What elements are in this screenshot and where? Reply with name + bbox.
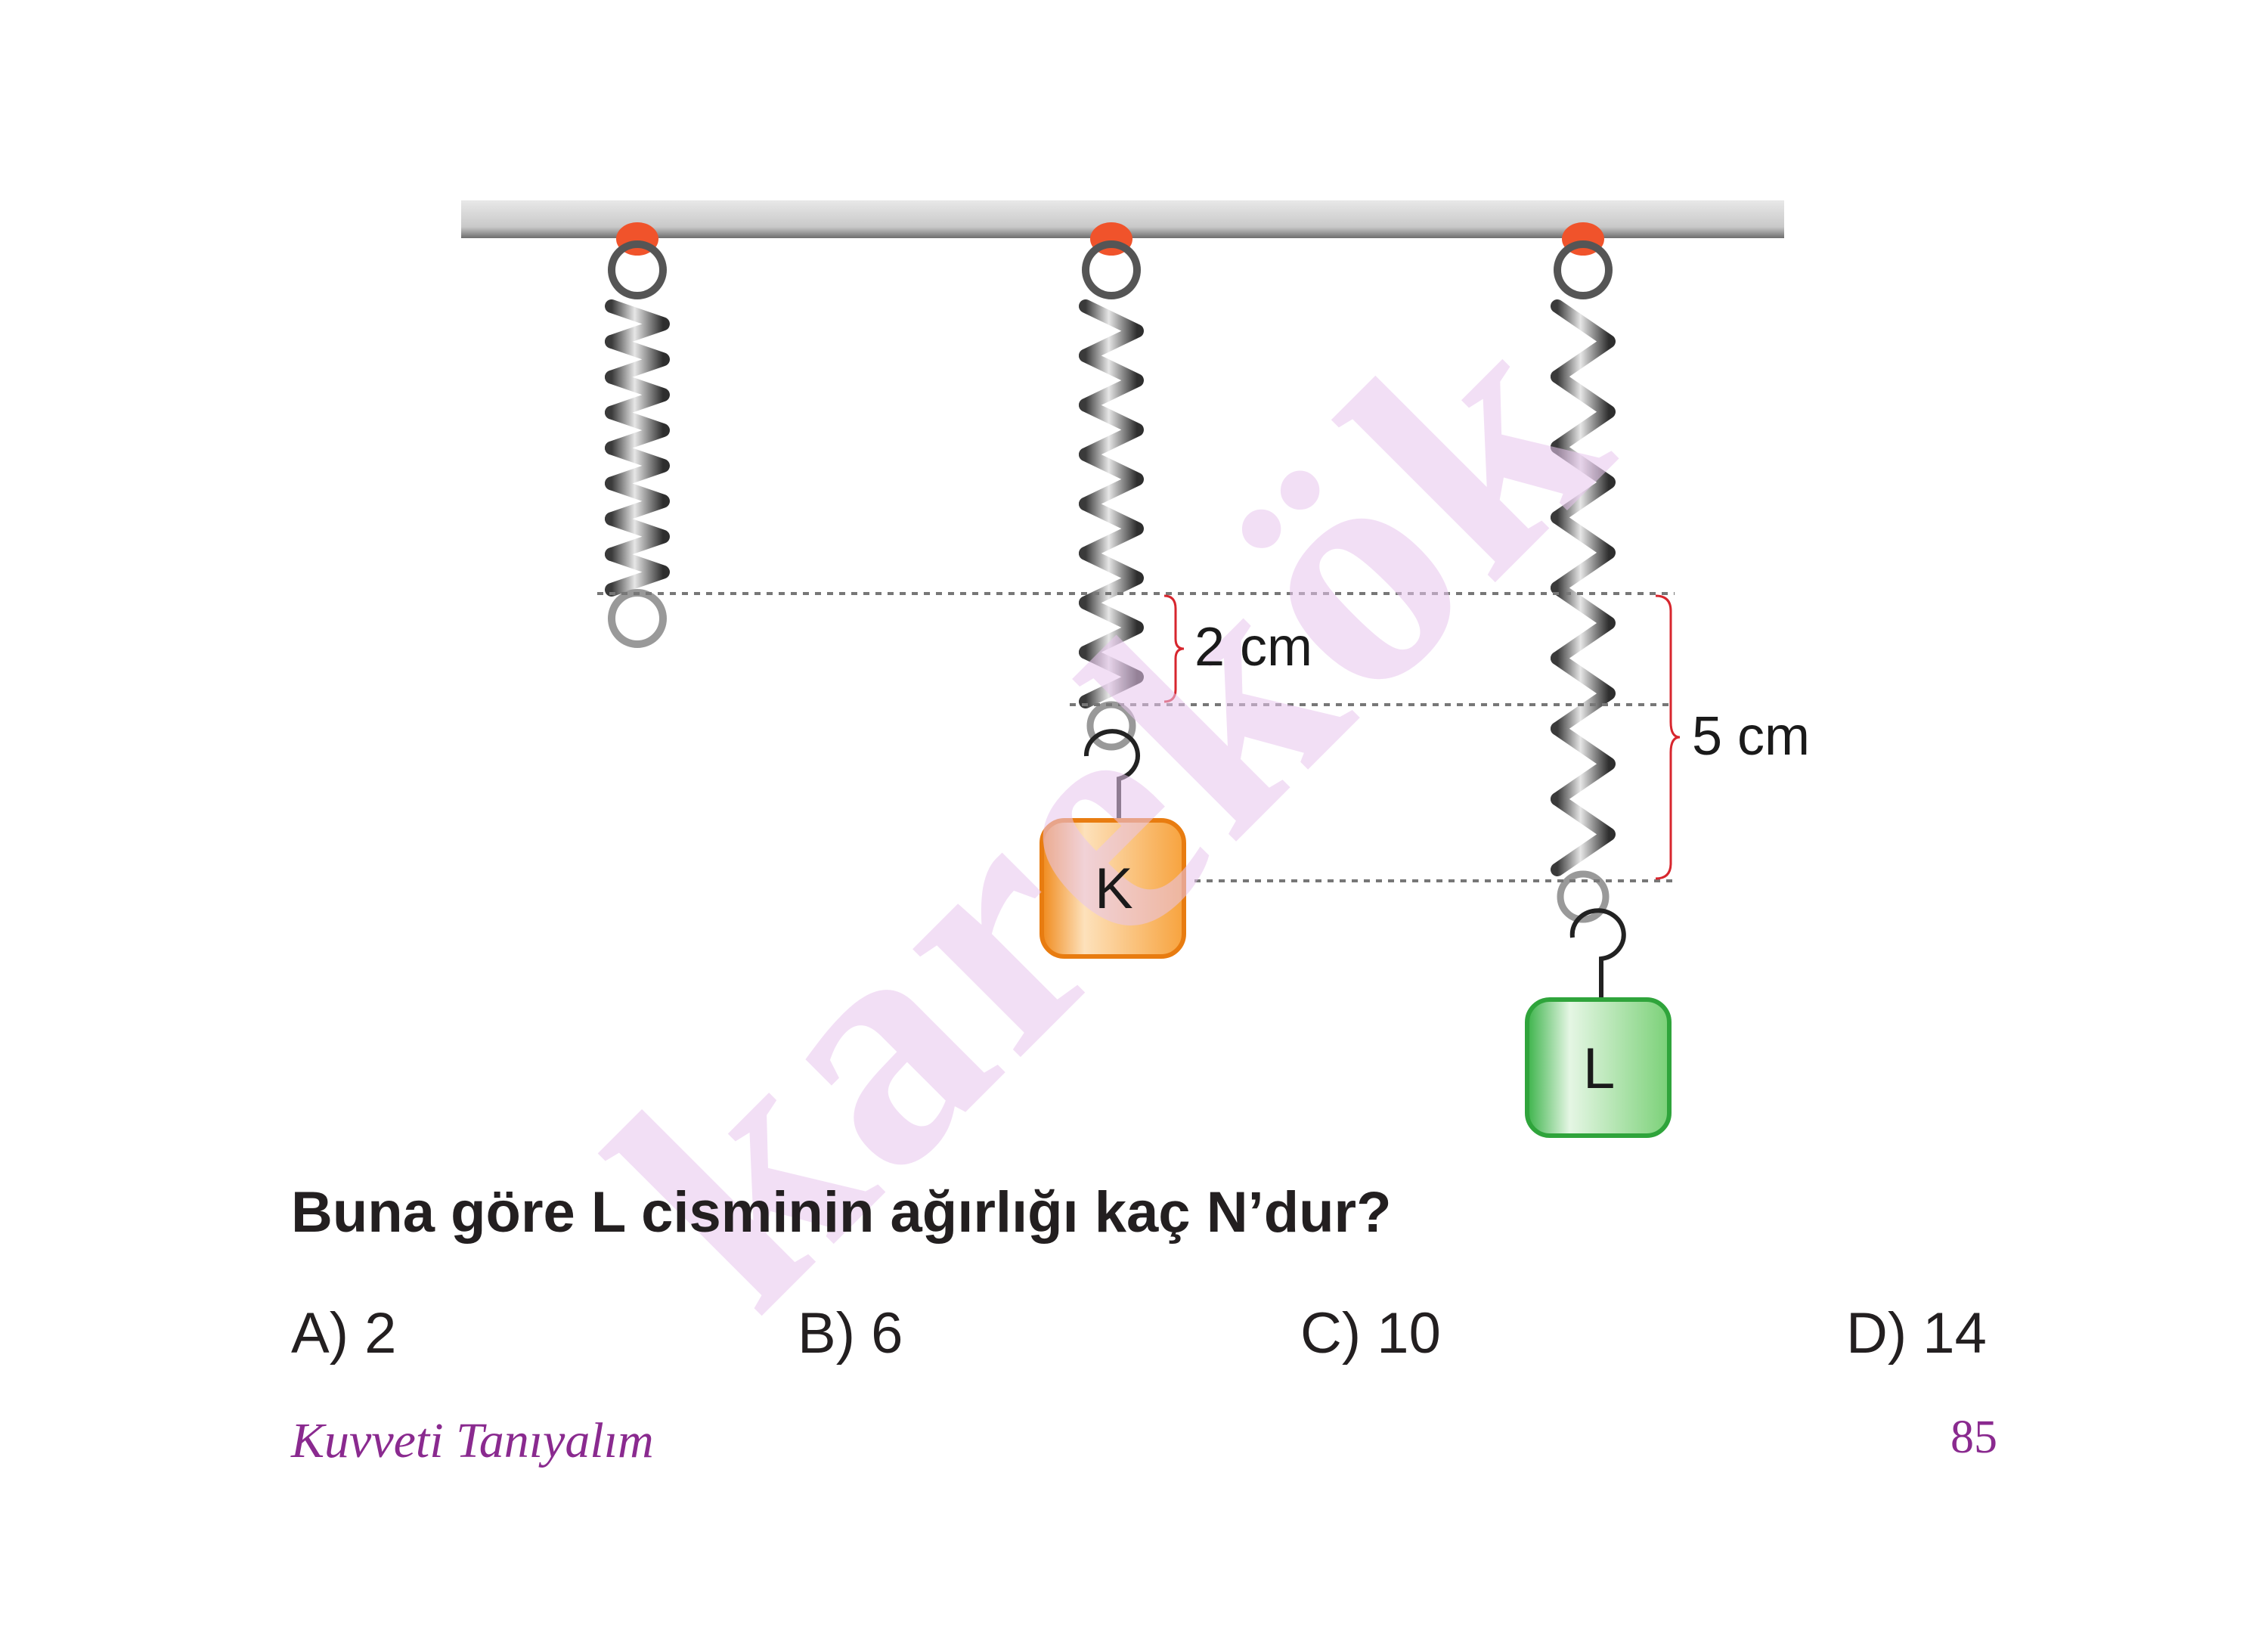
bottom-ring-2 <box>1086 701 1136 751</box>
choice-a[interactable]: A) 2 <box>291 1301 397 1366</box>
spring-coil <box>1551 651 1616 736</box>
mass-k <box>1040 818 1186 959</box>
page-number: 85 <box>1950 1412 1997 1463</box>
spring-coil <box>605 370 670 420</box>
spring-coil <box>605 299 670 349</box>
spring-coil <box>1079 596 1144 659</box>
spring-coil <box>1551 299 1616 384</box>
bottom-ring-1 <box>608 589 667 648</box>
spring-l <box>1551 299 1616 876</box>
spring-coil <box>1551 370 1616 454</box>
spring-coil <box>605 476 670 526</box>
choice-b[interactable]: B) 6 <box>798 1301 903 1366</box>
spring-coil <box>1079 645 1144 708</box>
spring-coil <box>1079 349 1144 412</box>
choice-d[interactable]: D) 14 <box>1846 1301 1987 1366</box>
spring-unloaded <box>605 299 670 597</box>
spring-coil <box>1079 299 1144 363</box>
bottom-ring-3 <box>1557 870 1610 923</box>
question-text: Buna göre L cisminin ağırlığı kaç N’dur? <box>291 1180 1392 1245</box>
spring-coil <box>1079 398 1144 462</box>
spring-coil <box>605 547 670 597</box>
mass-k-label: K <box>1095 857 1133 921</box>
hook-k <box>1083 729 1140 820</box>
hook-l <box>1569 908 1626 1000</box>
spring-coil <box>1551 792 1616 876</box>
spring-k <box>1079 299 1144 708</box>
spring-coil <box>1079 497 1144 560</box>
distance-label-large: 5 cm <box>1692 706 1811 767</box>
brace-5cm <box>1655 594 1681 880</box>
mass-l-label: L <box>1583 1037 1616 1101</box>
top-ring-2 <box>1082 240 1141 299</box>
spring-coil <box>1551 440 1616 525</box>
spring-coil <box>605 441 670 491</box>
spring-coil <box>1551 721 1616 806</box>
top-ring-3 <box>1554 240 1613 299</box>
distance-label-small: 2 cm <box>1194 617 1313 677</box>
brace-2cm <box>1163 594 1185 703</box>
spring-coil <box>1079 448 1144 511</box>
spring-coil <box>605 405 670 455</box>
spring-coil <box>605 512 670 562</box>
spring-coil <box>605 334 670 384</box>
choice-c[interactable]: C) 10 <box>1300 1301 1441 1366</box>
mass-l <box>1525 997 1672 1138</box>
spring-coil <box>1079 546 1144 610</box>
footer-title: Kuvveti Tanıyalım <box>291 1413 654 1468</box>
spring-coil <box>1551 581 1616 665</box>
top-ring-1 <box>608 240 667 299</box>
spring-coil <box>1551 510 1616 595</box>
